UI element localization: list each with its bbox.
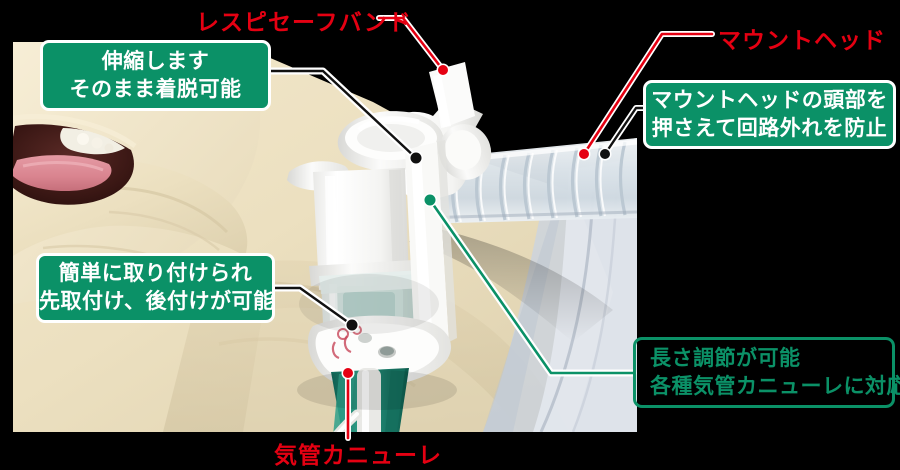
callout-easy-attach-line-2: 先取付け、後付けが可能 [39, 290, 275, 313]
label-mount-head-text: マウントヘッド [718, 27, 886, 53]
label-respisafe-band-text: レスピセーフバンド [196, 9, 412, 35]
callout-stretch-line-2: そのまま着脱可能 [69, 77, 242, 101]
callout-stretch-line-1: 伸縮します [101, 49, 210, 73]
label-tracheal-cannula-text: 気管カニューレ [274, 442, 442, 468]
label-mount-head: マウントヘッド [718, 21, 886, 55]
callout-stretch: 伸縮します そのまま着脱可能 [40, 40, 271, 111]
callout-easy-attach-line-1: 簡単に取り付けられ [58, 262, 253, 286]
callout-length-adjust-line-1: 長さ調節が可能 [650, 346, 801, 370]
label-tracheal-cannula: 気管カニューレ [274, 436, 442, 470]
label-respisafe-band: レスピセーフバンド [196, 3, 412, 37]
callout-length-adjust: 長さ調節が可能 各種気管カニューレに対応 [633, 337, 900, 408]
callout-length-adjust-line-2: 各種気管カニューレに対応 [650, 374, 900, 398]
callout-mount-head-hold-line-1: マウントヘッドの頭部を [651, 88, 888, 112]
callout-easy-attach: 簡単に取り付けられ 先取付け、後付けが可能 [36, 253, 275, 323]
callout-mount-head-hold: マウントヘッドの頭部を 押さえて回路外れを防止 [643, 80, 896, 149]
callout-mount-head-hold-line-2: 押さえて回路外れを防止 [651, 116, 888, 140]
